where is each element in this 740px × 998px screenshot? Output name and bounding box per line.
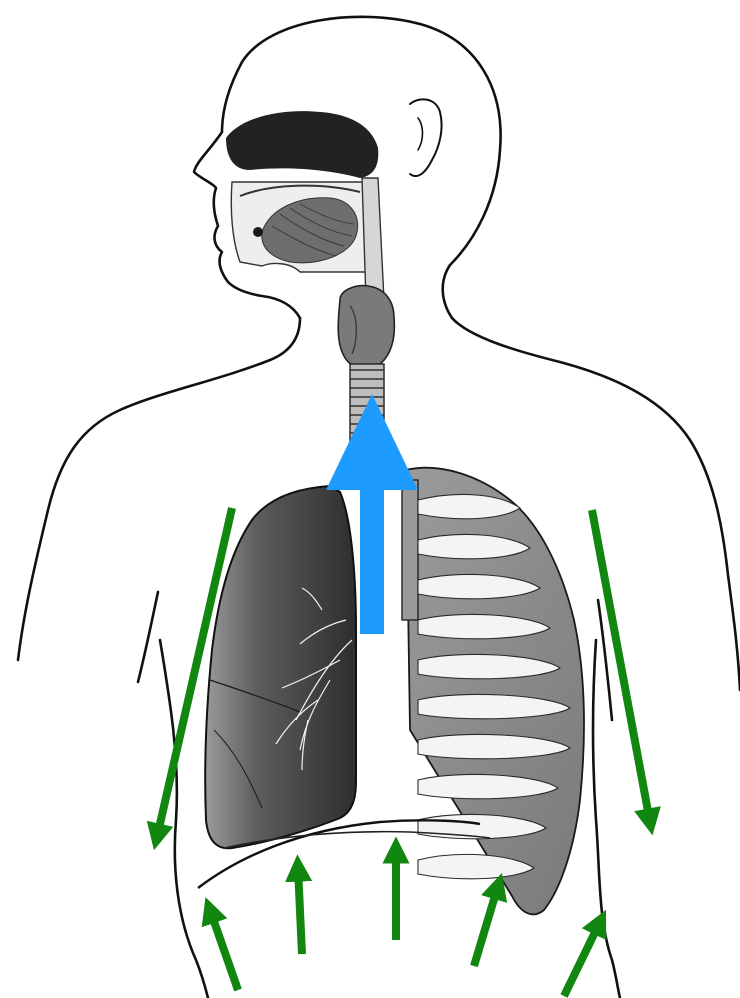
larynx xyxy=(338,286,394,369)
arrow-up-icon xyxy=(326,394,418,490)
arm-line-left xyxy=(138,592,158,682)
sternum xyxy=(402,480,418,620)
exhale-arrow-shaft xyxy=(360,480,384,634)
side-arrow-right xyxy=(592,510,650,822)
pharynx xyxy=(362,178,384,300)
rib-cage xyxy=(402,468,584,915)
diaphragm-arrow-2 xyxy=(298,868,302,954)
ear-outline xyxy=(410,99,442,176)
nasal-cavity xyxy=(226,111,378,178)
waist-left xyxy=(160,640,208,998)
diaphragm-arrow-4 xyxy=(474,886,498,966)
waist-right xyxy=(593,640,620,998)
diaphragm-arrow-1 xyxy=(210,910,238,990)
ribcage-outer xyxy=(406,468,584,915)
head-airway xyxy=(226,111,384,300)
ear-inner xyxy=(418,118,423,150)
diaphragm-arrow-5 xyxy=(564,922,600,996)
oral-opening xyxy=(253,227,263,237)
